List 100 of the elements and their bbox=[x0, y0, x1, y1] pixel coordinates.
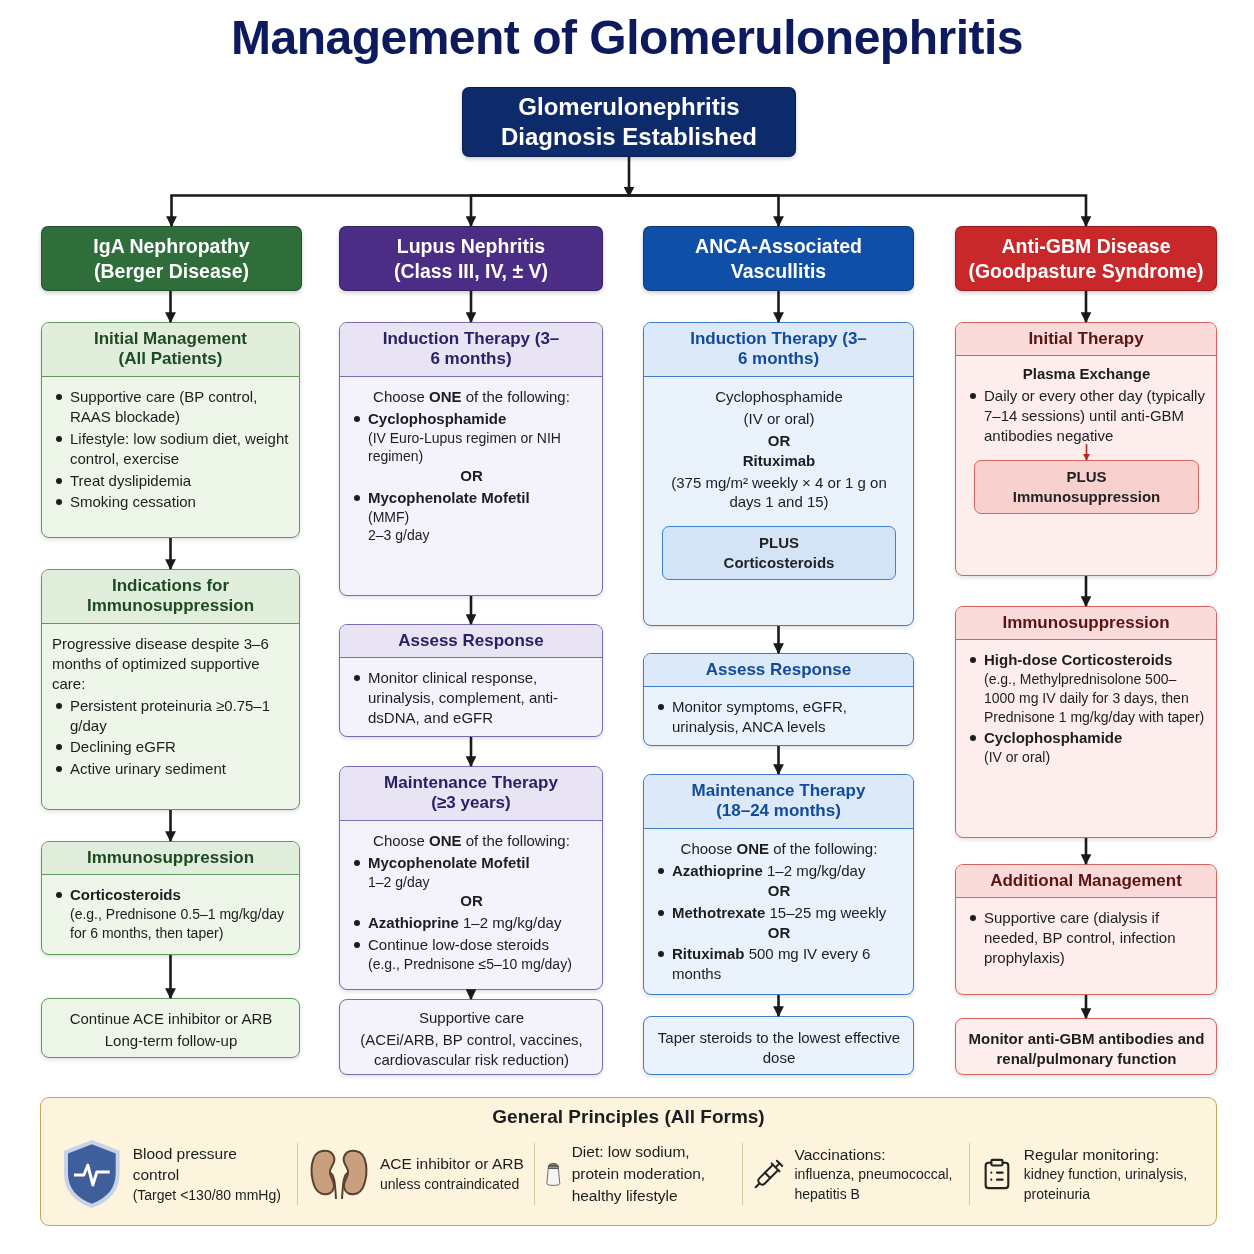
box-heading: Induction Therapy (3–6 months) bbox=[644, 323, 913, 377]
bullet-item: Lifestyle: low sodium diet, weight control, exercise bbox=[52, 428, 290, 469]
box-heading: Immunosuppression bbox=[956, 607, 1216, 641]
bullet-item: Smoking cessation bbox=[52, 492, 290, 513]
box-heading: Maintenance Therapy (≥3 years) bbox=[340, 767, 602, 821]
box-title: Lupus Nephritis (Class III, IV, ± V) bbox=[392, 234, 550, 283]
bullet-detail: (IV Euro-Lupus regimen or NIH regimen) bbox=[367, 428, 562, 466]
box-text: Long-term follow-up bbox=[103, 1031, 239, 1051]
highlight-box bbox=[662, 526, 896, 581]
or-label: OR bbox=[766, 880, 792, 901]
box-text: Progressive disease despite 3–6 months of optimized supportive care: bbox=[52, 633, 270, 694]
principle-detail: unless contraindicated bbox=[379, 1175, 521, 1195]
box-text: Monitor anti-GBM antibodies and renal/pulmonary function bbox=[967, 1028, 1206, 1069]
process-box bbox=[643, 653, 914, 746]
outcome-box bbox=[643, 1016, 914, 1075]
outcome-box bbox=[339, 999, 603, 1075]
arrow bbox=[465, 291, 477, 324]
bullet-item: Cyclophosphamide bbox=[966, 728, 1207, 749]
process-box bbox=[643, 774, 914, 995]
box-heading: Indications for Immunosuppression bbox=[42, 570, 299, 624]
or-label: OR bbox=[766, 430, 792, 451]
bullet-detail: (e.g., Methylprednisolone 500–1000 mg IV daily for 3 days, then Prednisone 1 mg/kg/day with taper) bbox=[983, 670, 1206, 727]
bullet-item: Mycophenolate Mofetil bbox=[350, 852, 593, 873]
box-text: Cyclophosphamide bbox=[714, 386, 844, 407]
bullet-item: Daily or every other day (typically 7–14 sessions) until anti-GBM antibodies negative bbox=[966, 386, 1207, 447]
bullet-item: Monitor symptoms, eGFR, urinalysis, ANCA levels bbox=[654, 697, 904, 738]
principle-text: Blood pressure control bbox=[132, 1143, 238, 1186]
arrow bbox=[1080, 838, 1092, 866]
outcome-box bbox=[955, 1018, 1217, 1075]
arrow bbox=[165, 955, 176, 1000]
process-box bbox=[643, 322, 914, 626]
start-box bbox=[462, 87, 796, 157]
process-box bbox=[955, 322, 1217, 576]
bullet-item: Rituximab 500 mg IV every 6 months bbox=[654, 944, 904, 985]
process-box bbox=[339, 624, 603, 737]
highlight-box bbox=[974, 460, 1199, 514]
principle-text: Vaccinations: bbox=[794, 1144, 887, 1165]
principles-panel bbox=[40, 1097, 1217, 1226]
box-heading: Immunosuppression bbox=[42, 842, 299, 876]
box-text: Taper steroids to the lowest effective dose bbox=[656, 1027, 902, 1068]
arrow bbox=[1083, 443, 1090, 461]
bullet-item: Mycophenolate Mofetil bbox=[350, 487, 593, 508]
bullet-detail: (e.g., Prednisone ≤5–10 mg/day) bbox=[367, 955, 573, 974]
diagram-title: Management of Glomerulonephritis bbox=[229, 10, 1025, 65]
arrow bbox=[1080, 576, 1092, 608]
bullet-item: Cyclophosphamide bbox=[350, 408, 593, 429]
box-text: Choose ONE of the following: bbox=[372, 386, 571, 407]
box-title: Glomerulonephritis Diagnosis Established bbox=[499, 92, 759, 152]
arrow bbox=[465, 194, 629, 228]
bullet-item: Azathioprine 1–2 mg/kg/day bbox=[350, 913, 593, 934]
or-label: OR bbox=[766, 922, 792, 943]
principle-detail: (Target <130/80 mmHg) bbox=[132, 1185, 282, 1205]
arrow bbox=[165, 291, 176, 324]
box-text: (IV or oral) bbox=[742, 408, 816, 429]
box-text: (ACEi/ARB, BP control, vaccines, cardiovascular risk reduction) bbox=[359, 1030, 584, 1070]
arrow bbox=[165, 810, 176, 843]
bullet-detail: (e.g., Prednisone 0.5–1 mg/kg/day for 6 months, then taper) bbox=[69, 905, 286, 943]
arrow bbox=[623, 157, 635, 198]
box-text: Choose ONE of the following: bbox=[679, 838, 879, 859]
box-heading: Initial Therapy bbox=[956, 323, 1216, 357]
arrow bbox=[1080, 995, 1092, 1020]
principle-text: Regular monitoring: bbox=[1023, 1144, 1161, 1165]
principle-text: Diet: low sodium, protein moderation, healthy lifestyle bbox=[571, 1142, 707, 1206]
box-text: Plasma Exchange bbox=[1021, 364, 1152, 385]
box-heading: Additional Management bbox=[956, 865, 1216, 899]
arrow bbox=[773, 626, 784, 655]
bullet-item: Declining eGFR bbox=[52, 737, 290, 758]
bullet-item: Treat dyslipidemia bbox=[52, 470, 290, 491]
arrow bbox=[629, 194, 1092, 228]
bullet-item: Continue low-dose steroids bbox=[350, 935, 593, 956]
box-text: Choose ONE of the following: bbox=[372, 830, 571, 851]
bullet-item: Supportive care (dialysis if needed, BP control, infection prophylaxis) bbox=[966, 908, 1207, 969]
category-box bbox=[643, 226, 914, 291]
box-text: Corticosteroids bbox=[722, 553, 836, 574]
box-text: Supportive care bbox=[417, 1008, 526, 1029]
or-label: OR bbox=[459, 465, 484, 486]
box-text: PLUS bbox=[1065, 467, 1108, 488]
bullet-item: Azathioprine 1–2 mg/kg/day bbox=[654, 860, 904, 881]
box-title: IgA Nephropathy (Berger Disease) bbox=[92, 234, 251, 283]
process-box bbox=[339, 322, 603, 596]
arrow bbox=[1080, 291, 1092, 324]
principle-detail: influenza, pneumococcal, hepatitis B bbox=[794, 1165, 954, 1204]
arrow bbox=[465, 989, 477, 1001]
panel-heading: General Principles (All Forms) bbox=[491, 1106, 766, 1128]
bullet-item: High-dose Corticosteroids bbox=[966, 650, 1207, 671]
arrow bbox=[773, 291, 784, 324]
box-text: PLUS bbox=[758, 533, 800, 554]
box-heading: Induction Therapy (3–6 months) bbox=[340, 323, 602, 377]
bullet-item: Persistent proteinuria ≥0.75–1 g/day bbox=[52, 695, 290, 736]
box-title: ANCA-Associated Vascullitis bbox=[694, 234, 863, 283]
bullet-detail: (MMF) bbox=[367, 507, 411, 527]
process-box bbox=[955, 606, 1217, 838]
box-text: Rituximab bbox=[741, 450, 817, 471]
outcome-box bbox=[41, 998, 300, 1058]
bullet-detail: 2–3 g/day bbox=[367, 526, 431, 545]
process-box bbox=[41, 569, 300, 810]
arrow bbox=[165, 538, 176, 571]
box-heading: Maintenance Therapy (18–24 months) bbox=[644, 775, 913, 829]
arrow bbox=[773, 995, 784, 1018]
process-box bbox=[955, 864, 1217, 995]
